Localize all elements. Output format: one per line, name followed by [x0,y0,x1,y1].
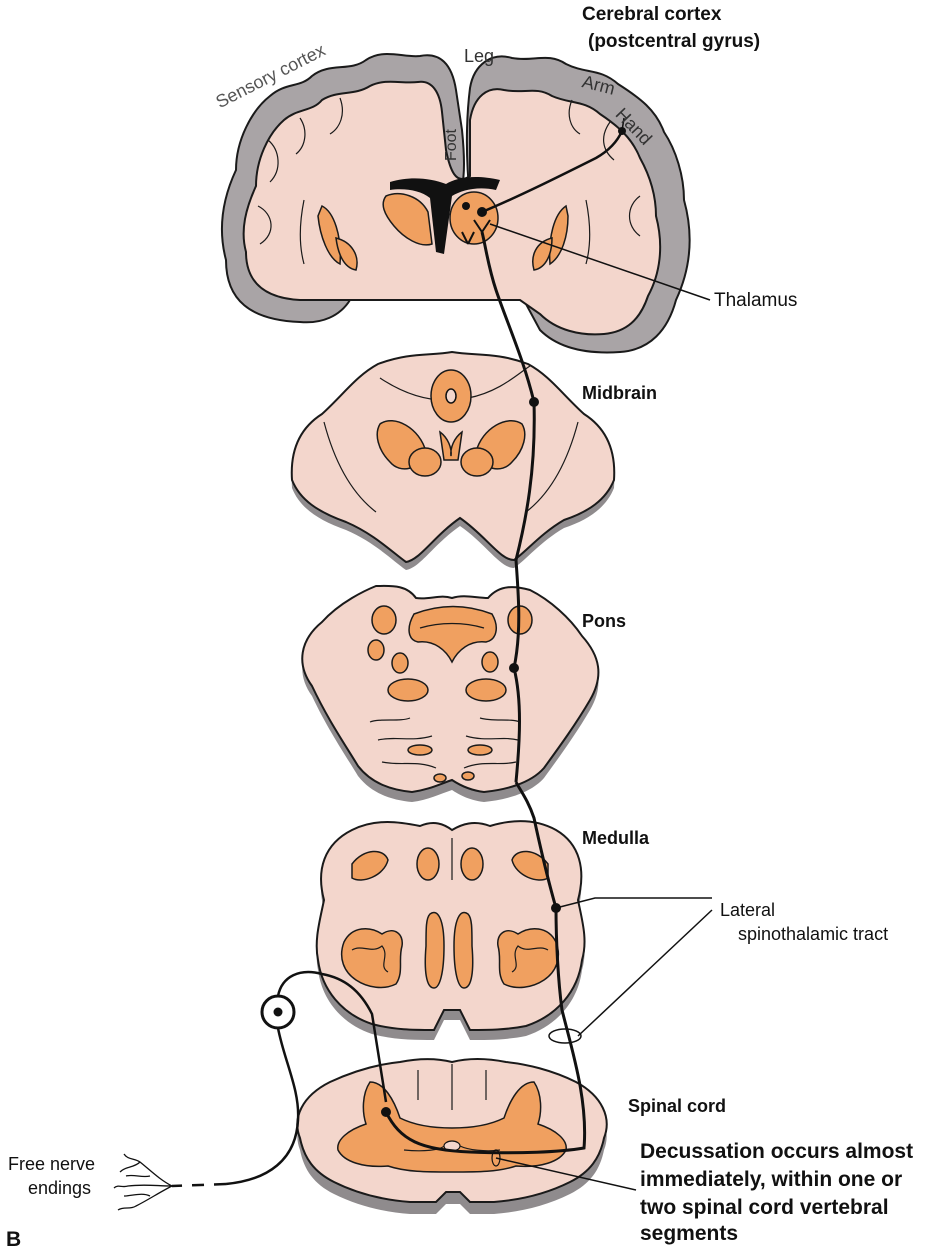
tract-label-line2: spinothalamic tract [738,924,888,945]
medulla-outline [317,821,585,1030]
tract-leader-lower [578,910,712,1036]
foot-label: Foot [443,129,461,161]
midbrain-label: Midbrain [582,383,657,404]
spinal-cord-label: Spinal cord [628,1096,726,1117]
medulla-label: Medulla [582,828,649,849]
decussation-line4: segments [640,1222,738,1246]
pons-section [302,586,598,802]
cortex-title: Cerebral cortex [582,4,721,26]
decussation-line3: two spinal cord vertebral [640,1196,889,1220]
thalamus-nucleus [450,192,498,244]
tract-label-line1: Lateral [720,900,775,921]
free-nerve-label-line1: Free nerve [8,1154,95,1175]
free-nerve-label-line2: endings [28,1178,91,1199]
decussation-line2: immediately, within one or [640,1168,902,1192]
panel-letter: B [6,1228,21,1252]
decussation-line1: Decussation occurs almost [640,1140,913,1164]
midbrain-section [292,352,615,570]
leg-label: Leg [464,46,494,67]
cortex-subtitle: (postcentral gyrus) [588,31,760,53]
free-nerve-endings-icon [114,1154,172,1210]
cerebrum-section [222,54,690,352]
medulla-section [317,821,585,1040]
pons-label: Pons [582,611,626,632]
tract-cross-section [549,1029,581,1043]
thalamus-label: Thalamus [714,290,797,312]
